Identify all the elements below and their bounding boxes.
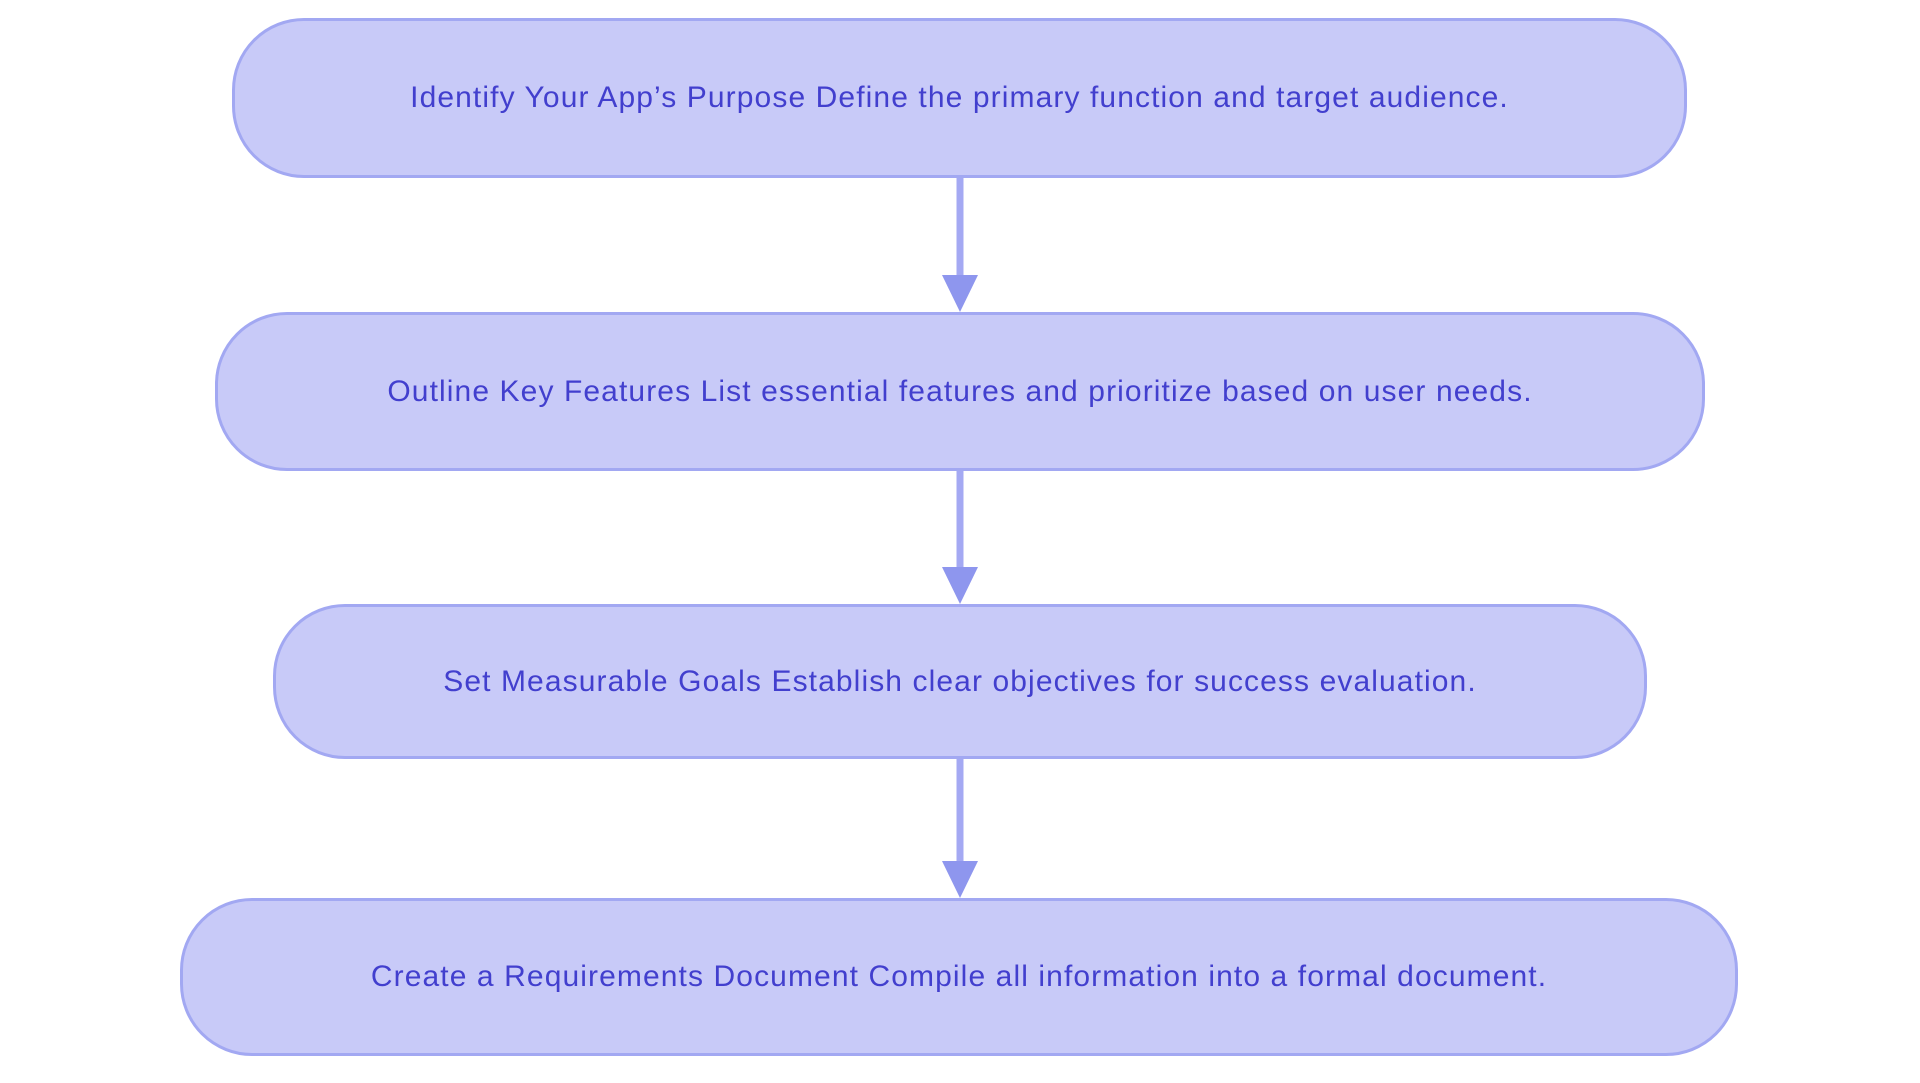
arrow-down-icon xyxy=(942,471,978,604)
flow-step-outline-features-label: Outline Key Features List essential feat… xyxy=(387,374,1533,408)
flow-step-set-goals[interactable]: Set Measurable Goals Establish clear obj… xyxy=(273,604,1647,759)
flow-step-create-document[interactable]: Create a Requirements Document Compile a… xyxy=(180,898,1738,1056)
flow-step-set-goals-label: Set Measurable Goals Establish clear obj… xyxy=(443,664,1477,698)
flow-step-outline-features[interactable]: Outline Key Features List essential feat… xyxy=(215,312,1705,471)
arrow-down-icon xyxy=(942,759,978,898)
arrow-down-icon xyxy=(942,178,978,312)
flow-step-identify-purpose[interactable]: Identify Your App’s Purpose Define the p… xyxy=(232,18,1687,178)
flow-step-create-document-label: Create a Requirements Document Compile a… xyxy=(370,960,1548,993)
flow-step-identify-purpose-label: Identify Your App’s Purpose Define the p… xyxy=(410,81,1509,114)
